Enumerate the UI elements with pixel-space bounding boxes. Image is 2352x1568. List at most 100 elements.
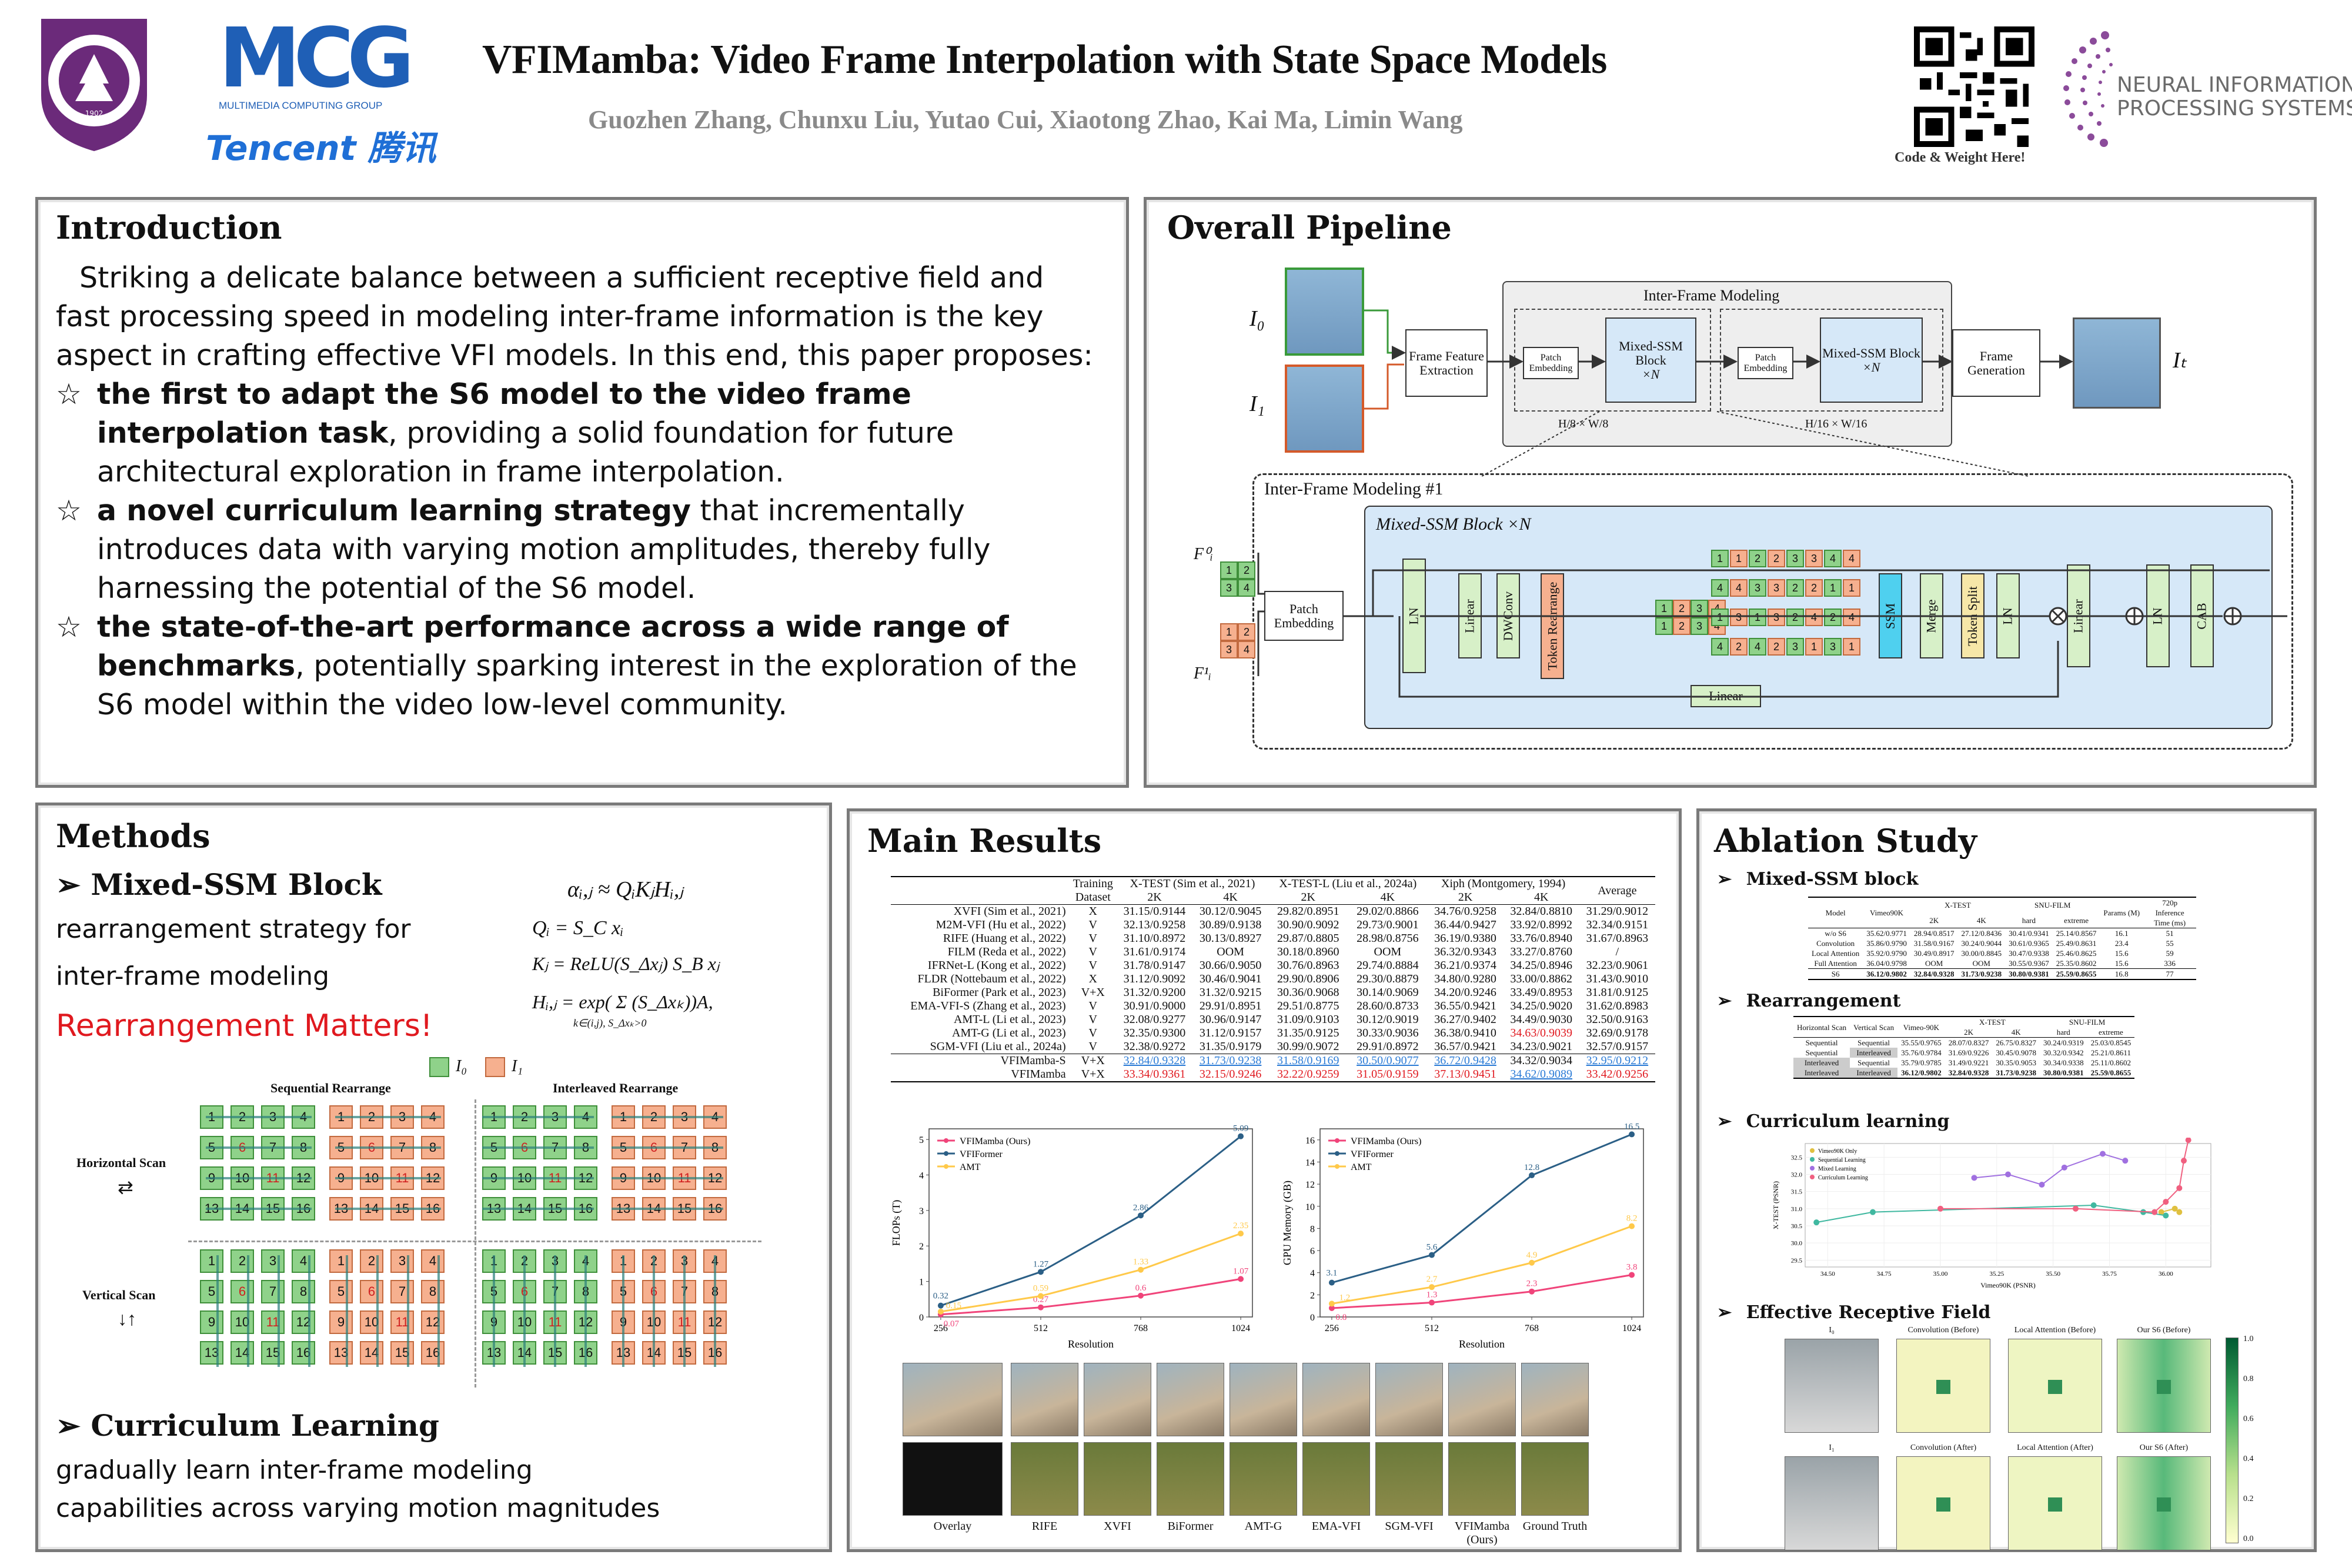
table-cell: 35.62/0.9771 [1866,929,1907,938]
erf-label: Convolution (Before) [1907,1326,1979,1335]
data-point [1629,1272,1635,1278]
comparison-label: SGM-VFI [1385,1520,1434,1533]
data-point [2100,1151,2106,1157]
patch-embedding-detail: Patch Embedding [1264,591,1344,641]
neurips-logo [2052,24,2140,159]
comparison-top-image [1157,1363,1224,1436]
data-point [2122,1158,2129,1164]
legend-label: VFIMamba (Ours) [960,1136,1030,1146]
qr-code[interactable] [1914,26,2034,147]
table-cell: 36.44/0.9427 [1434,918,1496,931]
y-tick-label: 30.0 [1791,1240,1803,1247]
y-tick-label: 0 [919,1313,924,1323]
token-cell: 1 [1220,623,1238,641]
table-cell: 30.76/0.8963 [1277,959,1339,972]
sequence-token: 4 [1711,638,1729,656]
horizontal-scan-label: Horizontal Scan [76,1155,166,1170]
detail-title: Inter-Frame Modeling #1 [1264,479,1444,499]
erf-label: I₁ [1829,1443,1835,1452]
data-label: 5.09 [1233,1124,1248,1134]
table-cell: w/o S6 [1825,929,1846,938]
series-line-vfiformer [1331,1134,1632,1284]
table-cell: 31.67/0.8963 [1586,932,1649,945]
legend-label: Mixed Learning [1818,1166,1856,1172]
table-cell: 30.89/0.9138 [1199,918,1262,931]
table-cell: 32.08/0.9277 [1123,1013,1186,1026]
table-cell: 31.32/0.9200 [1123,986,1186,999]
table-cell: 33.76/0.8940 [1510,932,1572,945]
intro-item: ☆ a novel curriculum learning strategy t… [56,492,1102,608]
x-tick-label: 1024 [1231,1323,1250,1333]
introduction-body: Striking a delicate balance between a su… [56,259,1102,724]
table-cell: 32.23/0.9061 [1586,959,1649,972]
data-point [2073,1205,2079,1212]
table-cell: Interleaved [1793,1058,1850,1068]
table-cell: 15.6 [2114,949,2129,958]
mixed-ssm-label: Mixed-SSM Block [1619,338,1683,367]
comparison-label: RIFE [1031,1520,1058,1533]
comparison-top-image [1230,1363,1297,1436]
f1-label: F¹ᵢ [1194,664,1211,683]
data-point [2185,1138,2191,1144]
sequence-token: 2 [1805,579,1823,597]
data-point [1138,1292,1144,1299]
table-cell: 34.80/0.9280 [1434,972,1496,985]
sequence-token: 2 [1786,609,1804,626]
data-label: 3.8 [1626,1262,1638,1272]
arrow-bullet-icon: ➢ [1717,1302,1732,1323]
table-cell: 29.51/0.8775 [1277,999,1339,1012]
table-cell: 16.1 [2114,929,2129,938]
mcg-subtitle: MULTIMEDIA COMPUTING GROUP [219,100,383,111]
table-cell: 30.49/0.8917 [1913,949,1955,958]
data-label: 1.33 [1133,1258,1148,1267]
it-label: Iₜ [2173,348,2187,373]
data-point [1328,1279,1335,1286]
table-cell: 16.8 [2114,969,2129,978]
series-line-amt [1331,1225,1632,1305]
table-cell: 30.14/0.9069 [1357,986,1419,999]
table-cell: 30.35/0.9053 [1996,1058,2036,1067]
series-line-amt [940,1232,1241,1313]
subheader-cell: 2K [1929,915,1939,925]
legend-marker [1335,1164,1339,1169]
erf-center-patch [2048,1380,2062,1394]
table-cell: 32.35/0.9300 [1123,1027,1186,1039]
scan-token: 1 [329,1105,353,1129]
table-cell: Sequential [1850,1058,1898,1068]
table-cell: 25.46/0.8625 [2056,949,2097,958]
colorbar-tick: 1.0 [2243,1335,2254,1343]
legend-marker [1810,1157,1815,1162]
rearrangement-ablation-table: Horizontal Scan Vertical Scan Vimeo-90K … [1793,1016,2135,1079]
equation-4: Hᵢ,ⱼ = exp( Σ (S_Δxₖ))A, [532,991,713,1012]
table-cell: V [1088,1040,1097,1053]
table-cell: 31.09/0.9103 [1277,1013,1339,1026]
table-cell: 31.73/0.9238 [1961,969,2002,978]
table-cell: RIFE (Huang et al., 2022) [943,932,1066,945]
x-tick-label: 768 [1525,1323,1539,1333]
data-label: 0.32 [933,1292,948,1301]
mixed-ssm-ablation-subtitle: ➢ Mixed-SSM block [1717,869,1918,890]
table-cell: 36.32/0.9343 [1434,945,1496,958]
scan-token: 7 [390,1280,414,1303]
data-label: 4.9 [1526,1251,1538,1260]
header-cell: Params (M) [2103,908,2140,917]
intro-item-rest: that incrementally introduces data with … [97,494,991,605]
table-cell: Full Attention [1814,959,1857,968]
table-cell: 34.32/0.9034 [1510,1054,1572,1067]
data-point [937,1302,944,1309]
table-cell: 31.81/0.9125 [1586,986,1649,999]
curriculum-subtitle: ➢ Curriculum Learning [56,1408,439,1443]
data-point [1629,1223,1635,1229]
data-point [1328,1300,1335,1307]
subheader-cell: 4K [1976,915,1986,925]
introduction-panel [35,197,1129,788]
mixed-ssm-label: Mixed-SSM Block [1822,345,1920,360]
table-cell: 31.73/0.9238 [1199,1054,1262,1067]
sequence-token: 3 [1768,579,1785,597]
